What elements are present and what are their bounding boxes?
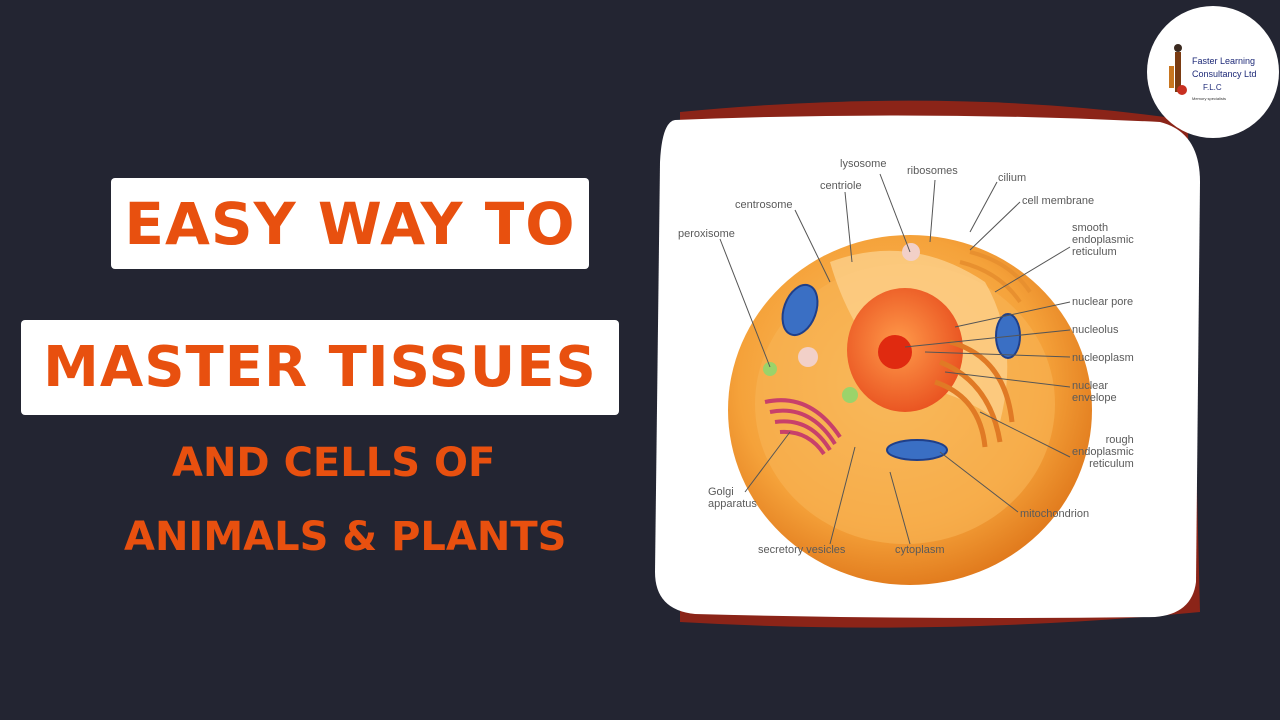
- title-line-1-box: EASY WAY TO: [111, 178, 589, 269]
- label-cytoplasm: cytoplasm: [895, 544, 945, 556]
- logo-line-3: F.L.C: [1203, 83, 1222, 92]
- logo-line-4: Memory specialists: [1192, 96, 1227, 101]
- label-peroxisome: peroxisome: [678, 228, 735, 240]
- rough-er-folds: [934, 339, 1015, 448]
- label-lysosome: lysosome: [840, 158, 887, 170]
- label-centriole: centriole: [820, 180, 862, 192]
- cell-diagram: lysosome ribosomes centriole cilium cent…: [640, 92, 1215, 652]
- vesicle-1: [798, 347, 818, 367]
- title-line-1: EASY WAY TO: [124, 189, 576, 258]
- label-rough-er: rough endoplasmic reticulum: [1072, 434, 1134, 470]
- title-line-2: MASTER TISSUES: [43, 335, 597, 400]
- label-cilium: cilium: [998, 172, 1027, 184]
- label-ribosomes: ribosomes: [907, 165, 958, 177]
- golgi-stack: [764, 398, 842, 456]
- mitochondrion-left: [781, 283, 819, 337]
- title-line-4: ANIMALS & PLANTS: [124, 514, 567, 560]
- peroxisome-shape: [763, 362, 777, 376]
- label-golgi: Golgi apparatus: [708, 486, 757, 510]
- leader-lines: [719, 173, 1071, 545]
- label-cell-membrane: cell membrane: [1022, 195, 1095, 207]
- smooth-er-folds: [959, 250, 1032, 304]
- lysosome-shape: [902, 243, 920, 261]
- logo-line-2: Consultancy Ltd: [1192, 69, 1257, 79]
- title-line-2-box: MASTER TISSUES: [21, 320, 619, 415]
- logo-line-1: Faster Learning: [1192, 56, 1256, 66]
- vesicle-2: [842, 387, 858, 403]
- label-secretory-vesicles: secretory vesicles: [758, 544, 846, 556]
- cell-diagram-illustration: [655, 100, 1200, 628]
- label-mitochondrion: mitochondrion: [1020, 508, 1090, 520]
- title-line-3: AND CELLS OF: [172, 440, 496, 486]
- nucleolus-shape: [878, 335, 912, 369]
- flc-logo: Faster Learning Consultancy Ltd F.L.C Me…: [1147, 6, 1279, 138]
- label-centrosome: centrosome: [735, 199, 793, 211]
- logo-figure-icon: [1169, 44, 1187, 95]
- label-smooth-er: smooth endoplasmic reticulum: [1072, 222, 1134, 258]
- label-nucleolus: nucleolus: [1072, 324, 1119, 336]
- label-nuclear-pore: nuclear pore: [1072, 296, 1134, 308]
- label-nucleoplasm: nucleoplasm: [1072, 352, 1134, 364]
- label-nuclear-envelope: nuclear envelope: [1072, 380, 1117, 404]
- mitochondrion-bottom: [886, 439, 948, 461]
